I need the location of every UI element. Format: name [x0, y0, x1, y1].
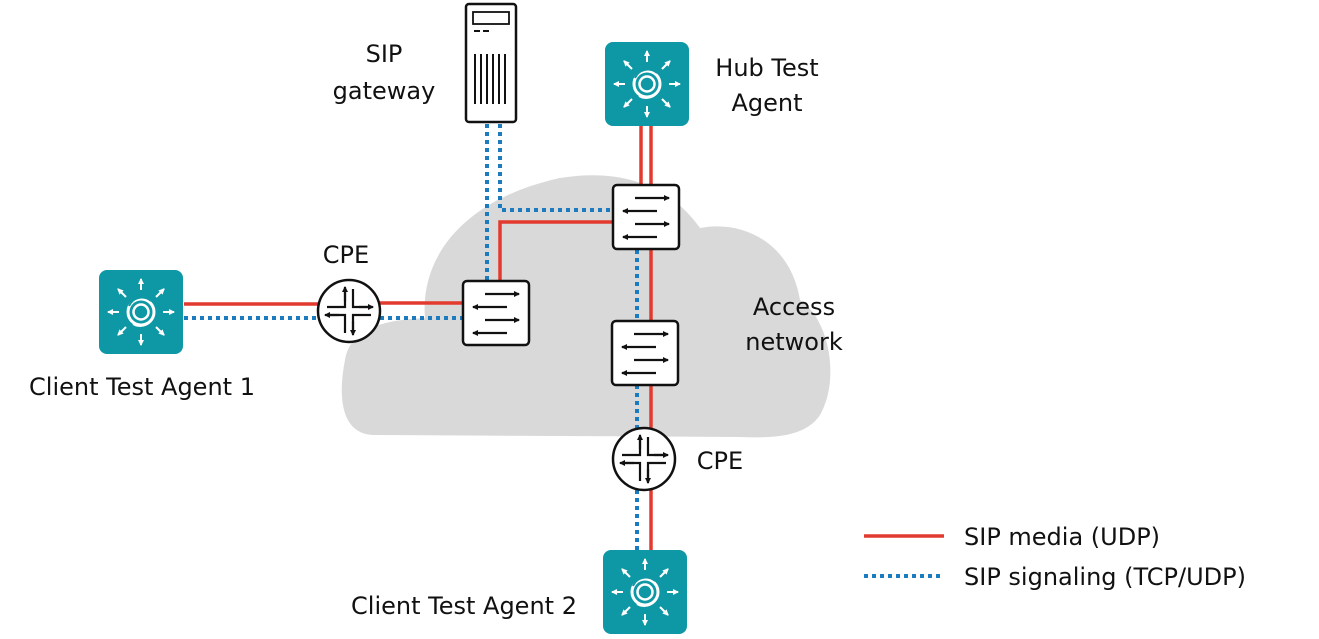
hub-test-agent-label-line2: Agent [731, 89, 802, 117]
legend-signaling-label: SIP signaling (TCP/UDP) [964, 563, 1246, 591]
legend-media-label: SIP media (UDP) [964, 523, 1160, 551]
access-network-label-line2: network [745, 328, 843, 356]
hub-test-agent-icon[interactable] [605, 42, 689, 126]
cpe-1-router-icon[interactable] [318, 280, 380, 342]
client-test-agent-1-icon[interactable] [99, 270, 183, 354]
sip-signaling-links [184, 124, 639, 550]
sip-media-links [184, 126, 653, 550]
client-test-agent-2-label: Client Test Agent 2 [351, 592, 577, 620]
cpe-2-label: CPE [697, 447, 743, 475]
client-test-agent-1-label: Client Test Agent 1 [29, 373, 255, 401]
sip-gateway-server-icon[interactable] [464, 2, 518, 124]
client-test-agent-2-icon[interactable] [603, 550, 687, 634]
switch-1-icon[interactable] [463, 281, 529, 345]
sip-gateway-label-line2: gateway [333, 77, 436, 105]
cpe-2-router-icon[interactable] [613, 428, 675, 490]
switch-3-icon[interactable] [612, 321, 678, 385]
access-network-cloud [341, 175, 831, 438]
hub-test-agent-label-line1: Hub Test [715, 54, 818, 82]
switch-2-icon[interactable] [613, 185, 679, 249]
cpe-1-label: CPE [323, 241, 369, 269]
access-network-label-line1: Access [753, 293, 835, 321]
sip-gateway-label-line1: SIP [366, 40, 403, 68]
legend: SIP media (UDP) SIP signaling (TCP/UDP) [864, 523, 1246, 591]
